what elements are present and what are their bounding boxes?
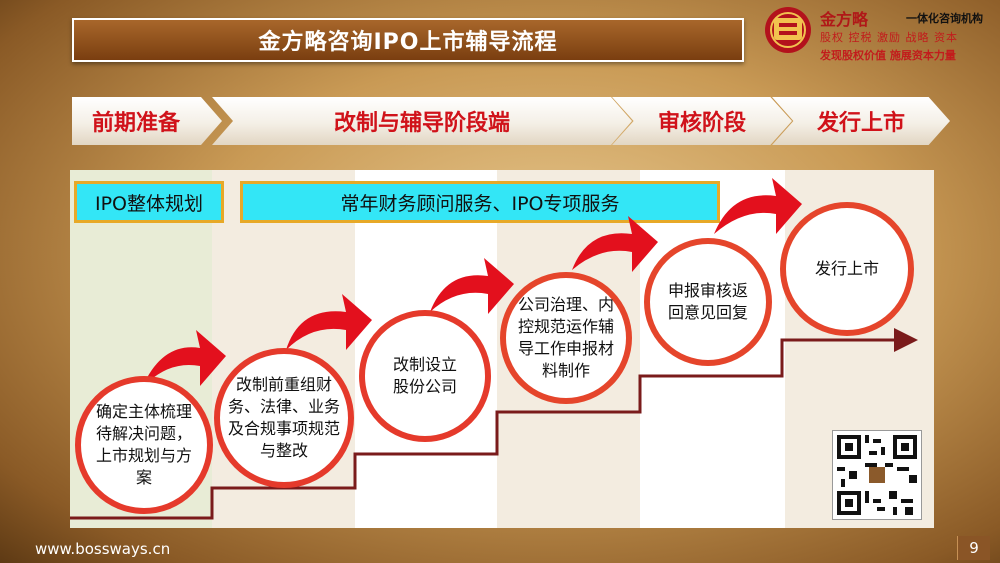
phase-label: 发行上市 — [816, 111, 905, 136]
step-2-text: 改制前重组财务、法律、业务及合规事项规范与整改 — [228, 375, 341, 460]
step-3-text: 改制设立股份公司 — [392, 355, 457, 396]
phase-label: 审核阶段 — [657, 111, 746, 136]
brand-logo-icon — [765, 7, 811, 53]
phase-label: 前期准备 — [91, 111, 180, 136]
curved-arrow-5 — [714, 178, 802, 234]
curved-arrow-4 — [572, 216, 658, 272]
page-number-label: 9 — [969, 539, 979, 557]
website-url: www.bossways.cn — [35, 540, 171, 558]
curved-arrow-1 — [142, 330, 226, 388]
phase-label: 改制与辅导阶段端 — [333, 111, 510, 136]
staircase-line — [70, 328, 918, 520]
page-title: 金方略咨询IPO上市辅导流程 — [258, 30, 558, 55]
step-6-circle: 发行上市 — [780, 202, 914, 336]
phase-restructuring: 改制与辅导阶段端 — [212, 97, 632, 145]
curved-arrow-2 — [286, 294, 372, 350]
phase-review: 审核阶段 — [612, 97, 792, 145]
phase-listing: 发行上市 — [772, 97, 950, 145]
step-5-circle: 申报审核返回意见回复 — [644, 238, 772, 366]
phase-prep: 前期准备 — [72, 97, 222, 145]
qr-code-icon — [832, 430, 922, 520]
step-1-circle: 确定主体梳理待解决问题，上市规划与方案 — [75, 376, 213, 514]
ipo-planning-label: IPO整体规划 — [94, 192, 204, 215]
brand-subtitle: 一体化咨询机构 — [906, 12, 983, 25]
page-number: 9 — [957, 536, 990, 560]
step-3-circle: 改制设立股份公司 — [359, 310, 491, 442]
brand-name: 金方略 — [820, 10, 869, 29]
advisory-services-box: 常年财务顾问服务、IPO专项服务 — [240, 181, 720, 223]
step-4-circle: 公司治理、内控规范运作辅导工作申报材料制作 — [500, 272, 632, 404]
step-4-text: 公司治理、内控规范运作辅导工作申报材料制作 — [517, 295, 614, 380]
step-5-text: 申报审核返回意见回复 — [667, 281, 748, 322]
title-bar: 金方略咨询IPO上市辅导流程 — [72, 18, 744, 62]
ipo-planning-box: IPO整体规划 — [74, 181, 224, 223]
brand-block: 金方略 一体化咨询机构 股权 控税 激励 战略 资本 发现股权价值 施展资本力量 — [820, 6, 990, 66]
step-1-text: 确定主体梳理待解决问题，上市规划与方案 — [95, 402, 192, 487]
brand-services: 股权 控税 激励 战略 资本 — [820, 31, 958, 44]
curved-arrow-3 — [430, 258, 514, 314]
step-6-text: 发行上市 — [814, 259, 879, 278]
brand-slogan: 发现股权价值 施展资本力量 — [820, 49, 956, 62]
step-2-circle: 改制前重组财务、法律、业务及合规事项规范与整改 — [214, 348, 354, 488]
advisory-services-label: 常年财务顾问服务、IPO专项服务 — [340, 192, 620, 215]
